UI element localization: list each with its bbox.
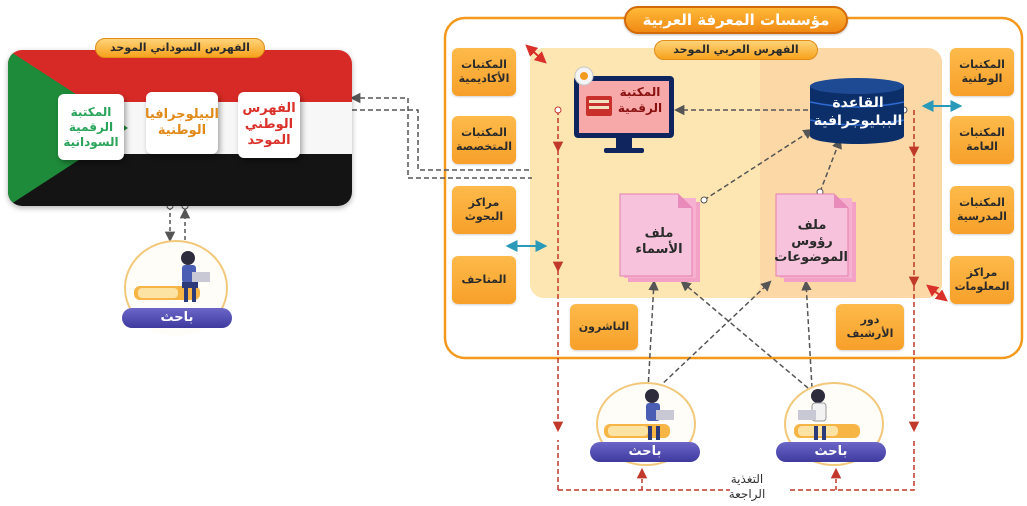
publishers-box: الناشرون — [570, 304, 638, 350]
researcher2-to-subjects — [801, 279, 813, 389]
researcher-reading-icon — [794, 389, 860, 440]
research-centers-box: مراكز البحوث — [452, 186, 516, 234]
feedback-label: التغذية الراجعة — [728, 472, 766, 501]
names-file-icon — [619, 193, 700, 282]
national-catalog-card: الفهرس الوطني الموحد — [238, 92, 300, 158]
researcher1-to-subjects — [657, 280, 772, 389]
names-file-label: ملف الأسماء — [635, 226, 683, 257]
museums-box: المتاحف — [452, 256, 516, 304]
sudan-researcher-label: باحث — [122, 308, 232, 328]
specialized-libraries-box: المكتبات المتخصصة — [452, 116, 516, 164]
arab-researcher-1-label: باحث — [590, 442, 700, 462]
red-arrow-top — [525, 44, 547, 64]
school-libraries-box: المكتبات المدرسية — [950, 186, 1014, 234]
bibliographic-database-icon — [809, 78, 905, 144]
names-to-db-link — [703, 128, 814, 201]
subjects-file-label: ملف رؤوس الموضوعات — [774, 218, 848, 265]
researcher-reading-icon — [134, 251, 210, 302]
information-centers-box: مراكز المعلومات — [950, 256, 1014, 304]
archives-box: دور الأرشيف — [836, 304, 904, 350]
digital-library-monitor-icon — [574, 66, 674, 153]
researcher2-to-names — [680, 280, 809, 389]
researcher-reading-icon — [604, 389, 674, 440]
sudan-catalog-title: الفهرس السوداني الموحد — [95, 38, 265, 58]
subjects-file-icon — [775, 193, 856, 282]
public-libraries-box: المكتبات العامة — [950, 116, 1014, 164]
sudan-to-arab-link — [349, 92, 532, 179]
arab-researcher-2-label: باحث — [776, 442, 886, 462]
arab-institutions-title: مؤسسات المعرفة العربية — [624, 6, 848, 34]
academic-libraries-box: المكتبات الأكاديمية — [452, 48, 516, 96]
researcher1-to-names — [647, 279, 659, 391]
sudan-digital-library-card: المكتبة الرقمية السودانية — [58, 94, 124, 160]
digital-library-label: المكتبة الرقمية — [617, 85, 663, 115]
national-libraries-box: المكتبات الوطنية — [950, 48, 1014, 96]
arab-catalog-title: الفهرس العربي الموحد — [654, 40, 818, 60]
bibliographic-db-label: القاعدة الببليوجرافية — [813, 95, 903, 129]
national-bibliography-card: البيلوجرافيا الوطنية — [145, 92, 219, 154]
subjects-to-db-link — [819, 138, 842, 193]
red-arrow-bottom — [926, 284, 948, 302]
